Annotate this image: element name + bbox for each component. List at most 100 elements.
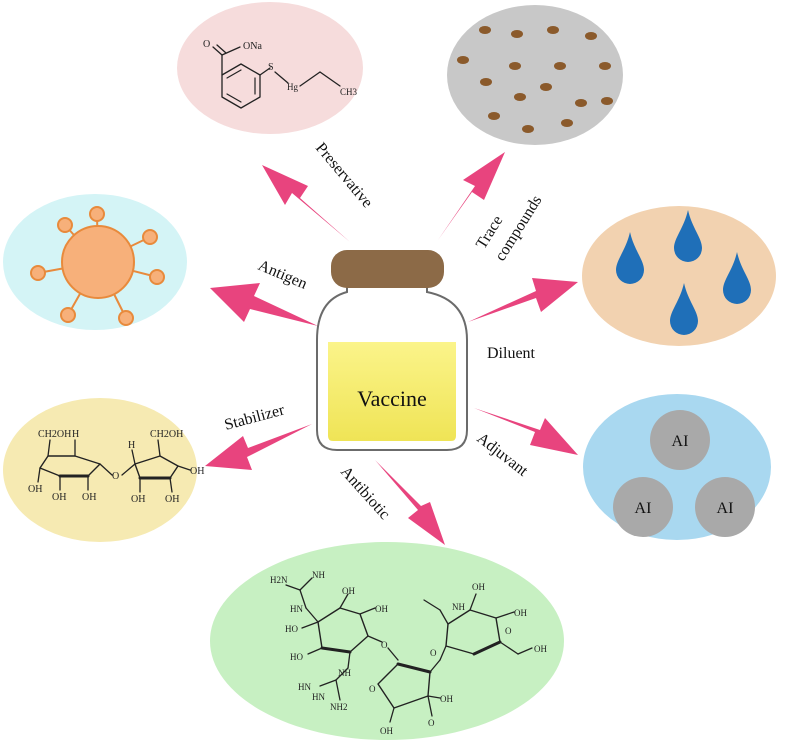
antigen-virus xyxy=(30,206,165,326)
antibiotic-label: Antibiotic xyxy=(337,463,393,523)
arrow-to-antigen xyxy=(210,283,318,326)
trace-dot xyxy=(599,62,611,70)
diluent-drops xyxy=(616,210,751,335)
antibiotic-atom-oh-c: OH xyxy=(380,726,393,736)
stabilizer-atom-ch2oh-left: CH2OH xyxy=(38,429,71,440)
trace-dot xyxy=(514,93,526,101)
preservative-label: Preservative xyxy=(312,140,376,212)
trace-dot xyxy=(585,32,597,40)
water-drop xyxy=(674,210,702,262)
virus-spike xyxy=(142,229,158,245)
virus-spike xyxy=(118,310,134,326)
antibiotic-atom-ho1: HO xyxy=(285,624,298,634)
stabilizer-atom-oh4: OH xyxy=(131,494,145,505)
trace-dot xyxy=(511,30,523,38)
trace-compounds-ellipse xyxy=(447,5,623,145)
antibiotic-atom-oh-d: OH xyxy=(440,694,453,704)
vaccine-label: Vaccine xyxy=(357,386,427,411)
virus-spike xyxy=(149,269,165,285)
water-drop xyxy=(670,283,698,335)
antibiotic-atom-nh-me: NH xyxy=(452,602,465,612)
adjuvant-particles: AI AI AI xyxy=(613,410,755,537)
stabilizer-atom-ch2oh-right: CH2OH xyxy=(150,429,183,440)
arrow-to-trace-compounds xyxy=(438,152,505,240)
antibiotic-atom-oh-e: OH xyxy=(472,582,485,592)
trace-dot xyxy=(575,99,587,107)
trace-dot xyxy=(509,62,521,70)
stabilizer-ellipse xyxy=(3,398,197,542)
arrow-to-antibiotic xyxy=(375,460,445,545)
diluent-label: Diluent xyxy=(487,345,536,362)
arrow-to-preservative xyxy=(262,165,350,242)
antibiotic-atom-hn1: HN xyxy=(290,604,303,614)
stabilizer-atom-h-right: H xyxy=(128,440,135,451)
vial-liquid xyxy=(328,342,456,441)
trace-dot xyxy=(522,125,534,133)
water-drop xyxy=(616,232,644,284)
streptomycin-structure: H2N NH HN OH OH HO HO O NH HN NH2 HN O O… xyxy=(270,570,547,736)
virus-body xyxy=(61,225,135,299)
thiomersal-atom-o: O xyxy=(203,39,210,50)
stabilizer-atom-oh2: OH xyxy=(52,492,66,503)
adjuvant-particle-label: AI xyxy=(635,500,652,517)
adjuvant-particle-label: AI xyxy=(717,500,734,517)
antibiotic-atom-nh2: NH2 xyxy=(330,702,348,712)
antibiotic-atom-o-ring: O xyxy=(369,684,376,694)
antibiotic-atom-h2n: H2N xyxy=(270,575,288,585)
disaccharide-structure: CH2OH CH2OH H H OH OH OH OH OH OH O xyxy=(28,429,204,505)
trace-dot xyxy=(457,56,469,64)
stabilizer-atom-oh3: OH xyxy=(82,492,96,503)
stabilizer-atom-h-left: H xyxy=(72,429,79,440)
trace-compound-dots xyxy=(457,26,613,133)
adjuvant-label: Adjuvant xyxy=(474,430,532,480)
water-drop xyxy=(723,252,751,304)
vial-cap xyxy=(331,250,444,288)
arrow-to-adjuvant xyxy=(474,408,578,455)
antibiotic-atom-hn3: HN xyxy=(298,682,311,692)
thiomersal-atom-ch3: CH3 xyxy=(340,87,358,97)
arrow-to-diluent xyxy=(468,278,578,322)
antibiotic-atom-o-gly: O xyxy=(430,648,437,658)
trace-dot xyxy=(488,112,500,120)
stabilizer-atom-oh1: OH xyxy=(28,484,42,495)
arrows xyxy=(205,152,578,545)
antibiotic-atom-oh-b: OH xyxy=(375,604,388,614)
arrow-to-stabilizer xyxy=(205,424,312,470)
antibiotic-atom-ho2: HO xyxy=(290,652,303,662)
virus-spike xyxy=(30,265,46,281)
trace-dot xyxy=(480,78,492,86)
trace-dot xyxy=(601,97,613,105)
antibiotic-atom-nh-bottom: NH xyxy=(338,668,351,678)
antibiotic-ellipse xyxy=(210,542,564,740)
virus-spike xyxy=(89,206,105,222)
thiomersal-atom-s: S xyxy=(268,62,274,73)
stabilizer-atom-oh5: OH xyxy=(165,494,179,505)
stabilizer-atom-o-bridge: O xyxy=(112,471,119,482)
antibiotic-atom-o-link: O xyxy=(381,640,388,650)
antibiotic-atom-oh-g: OH xyxy=(534,644,547,654)
vaccine-vial: Vaccine xyxy=(316,250,468,451)
virus-spike xyxy=(60,307,76,323)
adjuvant-particle-label: AI xyxy=(672,433,689,450)
virus-spike xyxy=(57,217,73,233)
thiomersal-atom-hg: Hg xyxy=(287,82,298,92)
trace-dot xyxy=(540,83,552,91)
antibiotic-atom-oh-a: OH xyxy=(342,586,355,596)
antibiotic-atom-o-ring2: O xyxy=(505,626,512,636)
adjuvant-particle: AI xyxy=(695,477,755,537)
antibiotic-atom-oh-f: OH xyxy=(514,608,527,618)
antigen-label: Antigen xyxy=(255,257,309,293)
adjuvant-particle: AI xyxy=(650,410,710,470)
thiomersal-atom-ona: ONa xyxy=(243,41,262,52)
trace-dot xyxy=(547,26,559,34)
antibiotic-atom-hn2: HN xyxy=(312,692,325,702)
stabilizer-atom-oh6: OH xyxy=(190,466,204,477)
trace-dot xyxy=(561,119,573,127)
trace-dot xyxy=(479,26,491,34)
trace-dot xyxy=(554,62,566,70)
stabilizer-label: Stabilizer xyxy=(223,401,287,433)
antibiotic-atom-o-ald: O xyxy=(428,718,435,728)
thiomersal-structure: O ONa S Hg CH3 xyxy=(203,39,358,109)
